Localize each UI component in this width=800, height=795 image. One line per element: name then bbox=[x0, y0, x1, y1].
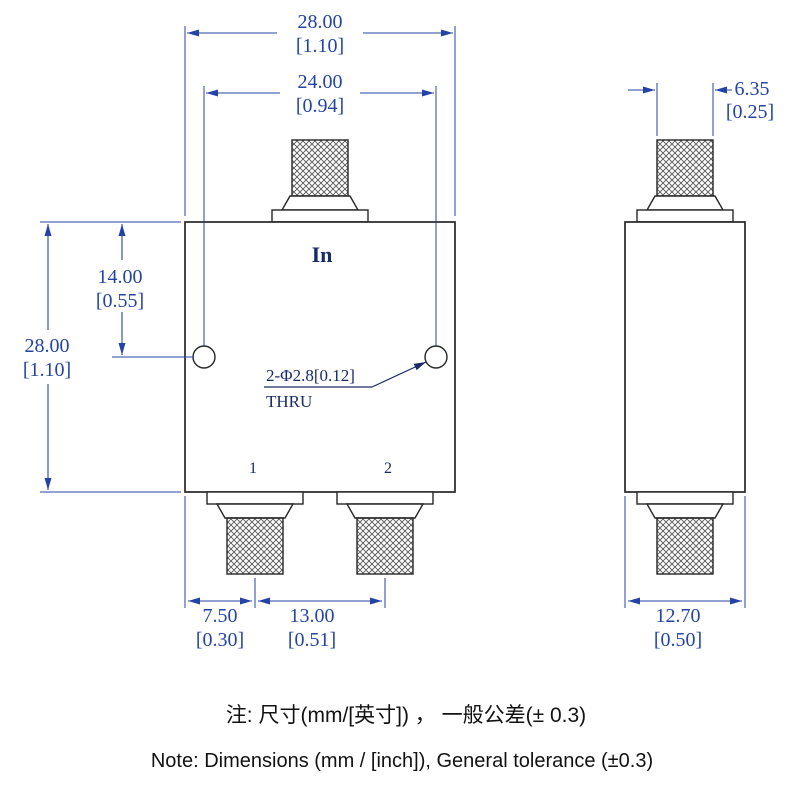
dim-side-body-depth: 12.70 [0.50] bbox=[624, 496, 746, 651]
dim-value-mm: 6.35 bbox=[735, 78, 770, 100]
connector-threads bbox=[656, 517, 714, 575]
hole-callout-thru-text: THRU bbox=[266, 392, 312, 411]
connector-threads bbox=[356, 517, 414, 575]
connector-nut bbox=[645, 195, 725, 211]
mounting-hole-right bbox=[424, 345, 448, 369]
callout-leader-line bbox=[371, 361, 427, 388]
connector-threads bbox=[656, 139, 714, 197]
dim-front-hole-spacing: 24.00 [0.94] bbox=[203, 71, 437, 346]
front-port1-connector bbox=[206, 491, 304, 575]
dim-front-overall-width: 28.00 [1.10] bbox=[184, 11, 456, 216]
connector-nut bbox=[645, 503, 725, 519]
side-bottom-connector bbox=[636, 491, 734, 575]
dim-value-inch: [0.55] bbox=[96, 290, 144, 312]
connector-flange bbox=[336, 491, 434, 505]
note-chinese: 注: 尺寸(mm/[英寸]) ， 一般公差(± 0.3) bbox=[226, 704, 586, 727]
dim-front-overall-height: 28.00 [1.10] bbox=[23, 221, 181, 493]
dim-value-mm: 13.00 bbox=[290, 605, 335, 627]
port2-label: 2 bbox=[384, 460, 392, 477]
dim-value-inch: [0.25] bbox=[726, 101, 774, 123]
dim-side-connector-width: 6.35 [0.25] bbox=[628, 78, 774, 136]
side-top-connector bbox=[636, 139, 734, 223]
dim-value-mm: 28.00 bbox=[25, 335, 70, 357]
dim-value-mm: 7.50 bbox=[203, 605, 238, 627]
connector-threads bbox=[226, 517, 284, 575]
note-english: Note: Dimensions (mm / [inch]), General … bbox=[151, 750, 653, 772]
side-view: 6.35 [0.25] 12.70 [0.50] bbox=[624, 78, 774, 651]
port-in-label: In bbox=[312, 242, 333, 267]
port1-label: 1 bbox=[249, 460, 257, 477]
dim-value-mm: 12.70 bbox=[656, 605, 701, 627]
dim-value-inch: [0.50] bbox=[654, 629, 702, 651]
dim-value-inch: [1.10] bbox=[23, 359, 71, 381]
dim-front-hole-offset: 14.00 [0.55] bbox=[96, 224, 194, 358]
connector-flange bbox=[636, 491, 734, 505]
dim-value-mm: 14.00 bbox=[98, 266, 143, 288]
notes: 注: 尺寸(mm/[英寸]) ， 一般公差(± 0.3) Note: Dimen… bbox=[151, 704, 653, 772]
front-view: In 1 2 2-Φ2.8[0.12] THRU 28.00 [1.10] 24… bbox=[23, 11, 456, 651]
connector-nut bbox=[345, 503, 425, 519]
connector-flange bbox=[636, 209, 734, 223]
connector-flange bbox=[206, 491, 304, 505]
front-body-outline bbox=[184, 221, 456, 493]
connector-nut bbox=[280, 195, 360, 211]
dim-value-inch: [0.30] bbox=[196, 629, 244, 651]
dim-value-mm: 24.00 bbox=[298, 71, 343, 93]
dim-value-inch: [0.94] bbox=[296, 95, 344, 117]
front-top-connector bbox=[271, 139, 369, 223]
hole-callout-text: 2-Φ2.8[0.12] bbox=[266, 366, 355, 385]
front-port2-connector bbox=[336, 491, 434, 575]
dim-front-port-offsets: 7.50 [0.30] 13.00 [0.51] bbox=[184, 496, 386, 651]
dim-value-inch: [0.51] bbox=[288, 629, 336, 651]
connector-flange bbox=[271, 209, 369, 223]
connector-threads bbox=[291, 139, 349, 197]
mounting-hole-left bbox=[192, 345, 216, 369]
hole-callout: 2-Φ2.8[0.12] THRU bbox=[264, 361, 427, 411]
dim-value-inch: [1.10] bbox=[296, 35, 344, 57]
side-body-outline bbox=[624, 221, 746, 493]
connector-nut bbox=[215, 503, 295, 519]
dim-value-mm: 28.00 bbox=[298, 11, 343, 33]
